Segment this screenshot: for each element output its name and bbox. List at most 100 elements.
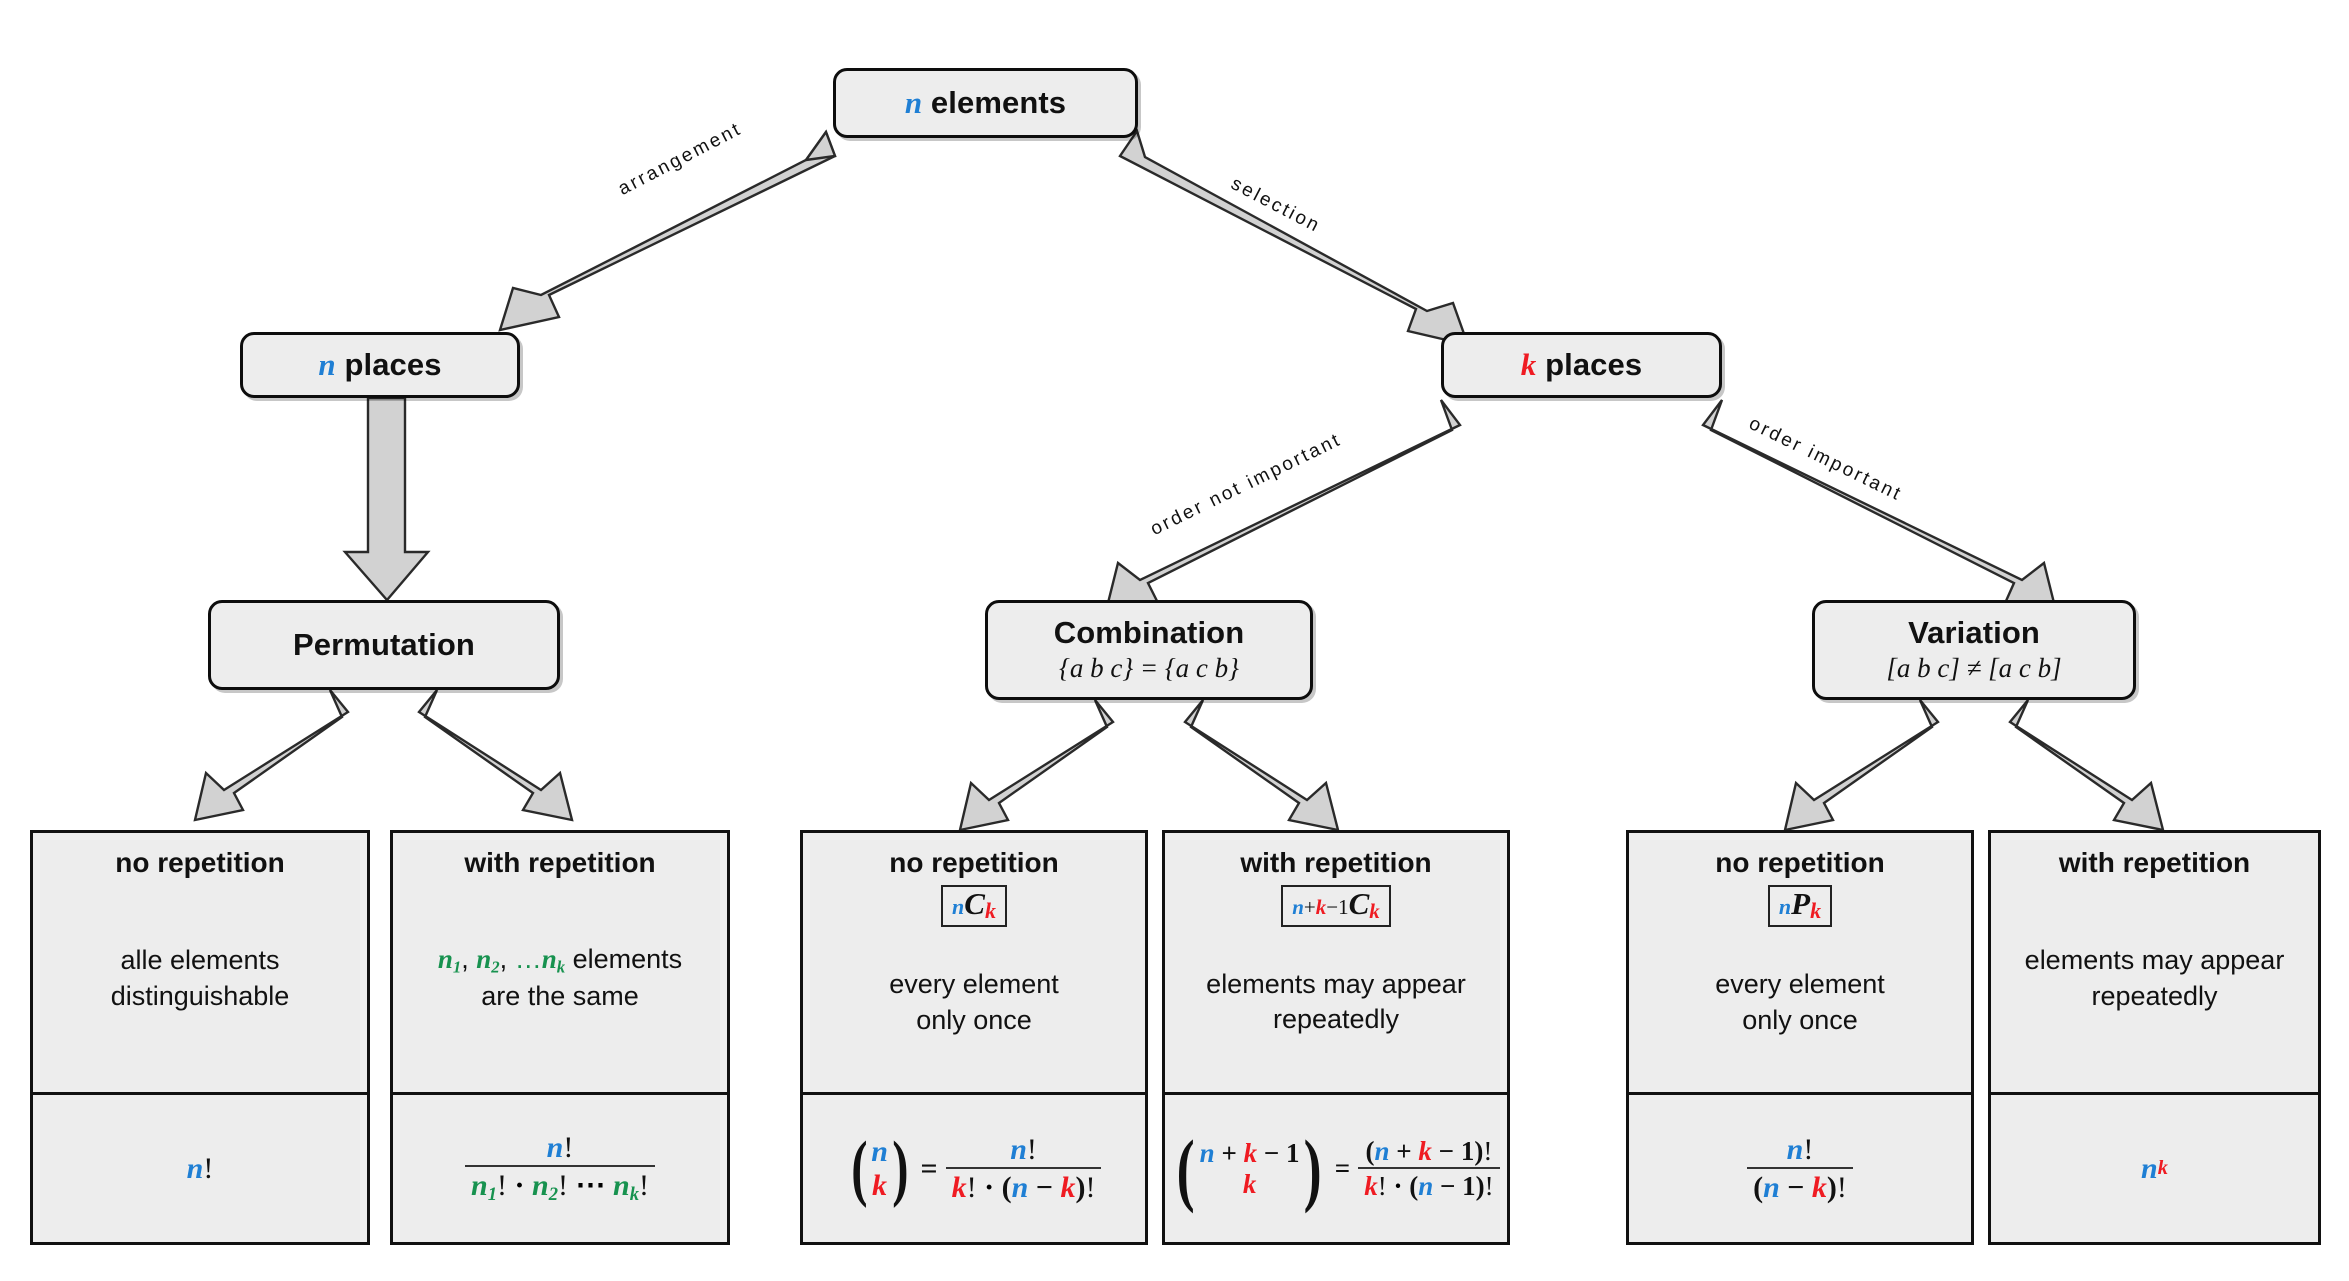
card-notation-nCk: nCk (941, 885, 1007, 928)
denominator: k! · (n − k)! (945, 1167, 1102, 1204)
card-header: no repetition (1715, 847, 1885, 878)
card-header: with repetition (1240, 847, 1432, 878)
arrow-var-right (2008, 699, 2165, 832)
right-paren: ) (1304, 1122, 1323, 1214)
node-variation-title: Variation (1908, 614, 2040, 650)
equals: = (1334, 1153, 1351, 1183)
arrow-arrangement (498, 129, 837, 332)
binom-top: n + k − 1 (1199, 1138, 1300, 1169)
fraction: n! k! · (n − k)! (945, 1132, 1102, 1204)
symbol-n2: n2 (476, 944, 500, 978)
symbol-k: k (1520, 346, 1537, 382)
card-desc-line-1: elements may appear (1206, 968, 1466, 999)
node-n-elements-title: n elements (904, 84, 1067, 121)
symbol-n: n (2141, 1151, 2158, 1185)
node-n-places[interactable]: n places (240, 332, 520, 398)
node-n-places-word: places (344, 346, 442, 382)
numerator: n! (1786, 1132, 1814, 1166)
denominator: (n − k)! (1747, 1167, 1853, 1204)
numerator: n! (1010, 1132, 1037, 1166)
arrow-comb-left (958, 699, 1115, 832)
card-variation-no-repetition[interactable]: no repetition nPk every element only onc… (1626, 830, 1974, 1245)
symbol-k: k (1369, 898, 1380, 923)
equals: = (920, 1151, 938, 1185)
node-permutation-title: Permutation (293, 626, 475, 662)
right-paren: ) (892, 1127, 909, 1210)
arrow-selection (1118, 128, 1470, 347)
symbol-k: k (872, 1168, 888, 1202)
symbol-n: n (904, 84, 923, 120)
symbol-n: n (318, 346, 336, 382)
binom-bottom: k (1242, 1168, 1257, 1199)
card-top: no repetition nPk every element only onc… (1629, 833, 1971, 1092)
formula-n-factorial: n! (187, 1152, 214, 1186)
card-description: alle elements distinguishable (41, 943, 359, 1020)
card-header: with repetition (2058, 847, 2251, 878)
arrow-perm-left (193, 689, 350, 822)
card-desc-line-1: n1, n2, …nk elements (437, 944, 683, 978)
symbol-n: n (1778, 894, 1792, 920)
node-combination-subtitle: {a b c} = {a c b} (1059, 653, 1239, 684)
card-top: with repetition elements may appear repe… (1991, 833, 2318, 1092)
card-combination-no-repetition[interactable]: no repetition nCk every element only onc… (800, 830, 1148, 1245)
symbol-n: n (186, 1151, 204, 1185)
card-top: no repetition nCk every element only onc… (803, 833, 1145, 1092)
card-header: no repetition (889, 847, 1059, 878)
node-n-places-title: n places (318, 346, 442, 383)
symbol-n1: n1 (437, 944, 462, 978)
node-variation[interactable]: Variation [a b c] ≠ [a c b] (1812, 600, 2136, 700)
fraction: (n + k − 1)! k! · (n − 1)! (1358, 1135, 1500, 1201)
card-formula: n! (33, 1092, 367, 1242)
symbol-k: k (984, 898, 996, 924)
card-desc-line-2: only once (916, 1004, 1032, 1035)
symbol-P: P (1791, 886, 1811, 922)
node-k-places-word: places (1545, 346, 1643, 382)
ellipsis: … (514, 944, 542, 975)
card-header: no repetition (115, 847, 285, 878)
arrow-n-places-to-permutation (342, 396, 431, 602)
left-paren: ( (1177, 1122, 1196, 1214)
card-combination-with-repetition[interactable]: with repetition n+k−1Ck elements may app… (1162, 830, 1510, 1245)
arrow-comb-right (1183, 699, 1340, 832)
card-notation-nPk: nPk (1767, 885, 1833, 928)
node-k-places[interactable]: k places (1441, 332, 1722, 398)
card-top: with repetition n1, n2, …nk elements are… (393, 833, 727, 1092)
symbol-n: n (871, 1134, 888, 1168)
numerator: (n + k − 1)! (1365, 1135, 1493, 1166)
card-variation-with-repetition[interactable]: with repetition elements may appear repe… (1988, 830, 2321, 1245)
card-notation-npkm1Ck: n+k−1Ck (1281, 885, 1391, 927)
card-formula: n! n1! · n2! ⋯ nk! (393, 1092, 727, 1242)
symbol-C: C (964, 886, 985, 922)
node-n-elements[interactable]: n elements (833, 68, 1138, 138)
card-permutation-no-repetition[interactable]: no repetition alle elements distinguisha… (30, 830, 370, 1245)
symbol-C: C (1348, 886, 1370, 922)
node-n-elements-word: elements (930, 84, 1067, 120)
symbol-k-exponent: k (2157, 1157, 2168, 1179)
card-permutation-with-repetition[interactable]: with repetition n1, n2, …nk elements are… (390, 830, 730, 1245)
card-formula: ( n k ) = n! k! · (n − k)! (803, 1092, 1145, 1242)
node-permutation[interactable]: Permutation (208, 600, 560, 690)
comma: , (499, 944, 515, 975)
node-variation-subtitle: [a b c] ≠ [a c b] (1886, 653, 2062, 684)
card-desc-line-2: distinguishable (110, 980, 290, 1011)
formula-permutation-nk: n! (n − k)! (1747, 1132, 1853, 1204)
symbol-plus: + (1303, 895, 1316, 920)
node-combination[interactable]: Combination {a b c} = {a c b} (985, 600, 1313, 700)
card-description: elements may appear repeatedly (1173, 967, 1499, 1044)
denominator: n1! · n2! ⋯ nk! (465, 1165, 655, 1205)
card-description: elements may appear repeatedly (1999, 943, 2310, 1020)
card-desc-line-1: elements may appear (2024, 944, 2285, 975)
card-formula: n! (n − k)! (1629, 1092, 1971, 1242)
card-desc-line-1: alle elements (120, 944, 280, 975)
left-paren: ( (850, 1127, 867, 1210)
node-combination-title: Combination (1053, 614, 1245, 650)
symbol-factorial: ! (203, 1151, 214, 1185)
card-top: with repetition n+k−1Ck elements may app… (1165, 833, 1507, 1092)
card-desc-line-2: are the same (481, 981, 639, 1012)
card-description: n1, n2, …nk elements are the same (401, 942, 719, 1020)
card-desc-line-1: every element (1715, 968, 1885, 999)
formula-multinomial: n! n1! · n2! ⋯ nk! (465, 1132, 655, 1205)
card-description: every element only once (1637, 967, 1963, 1044)
